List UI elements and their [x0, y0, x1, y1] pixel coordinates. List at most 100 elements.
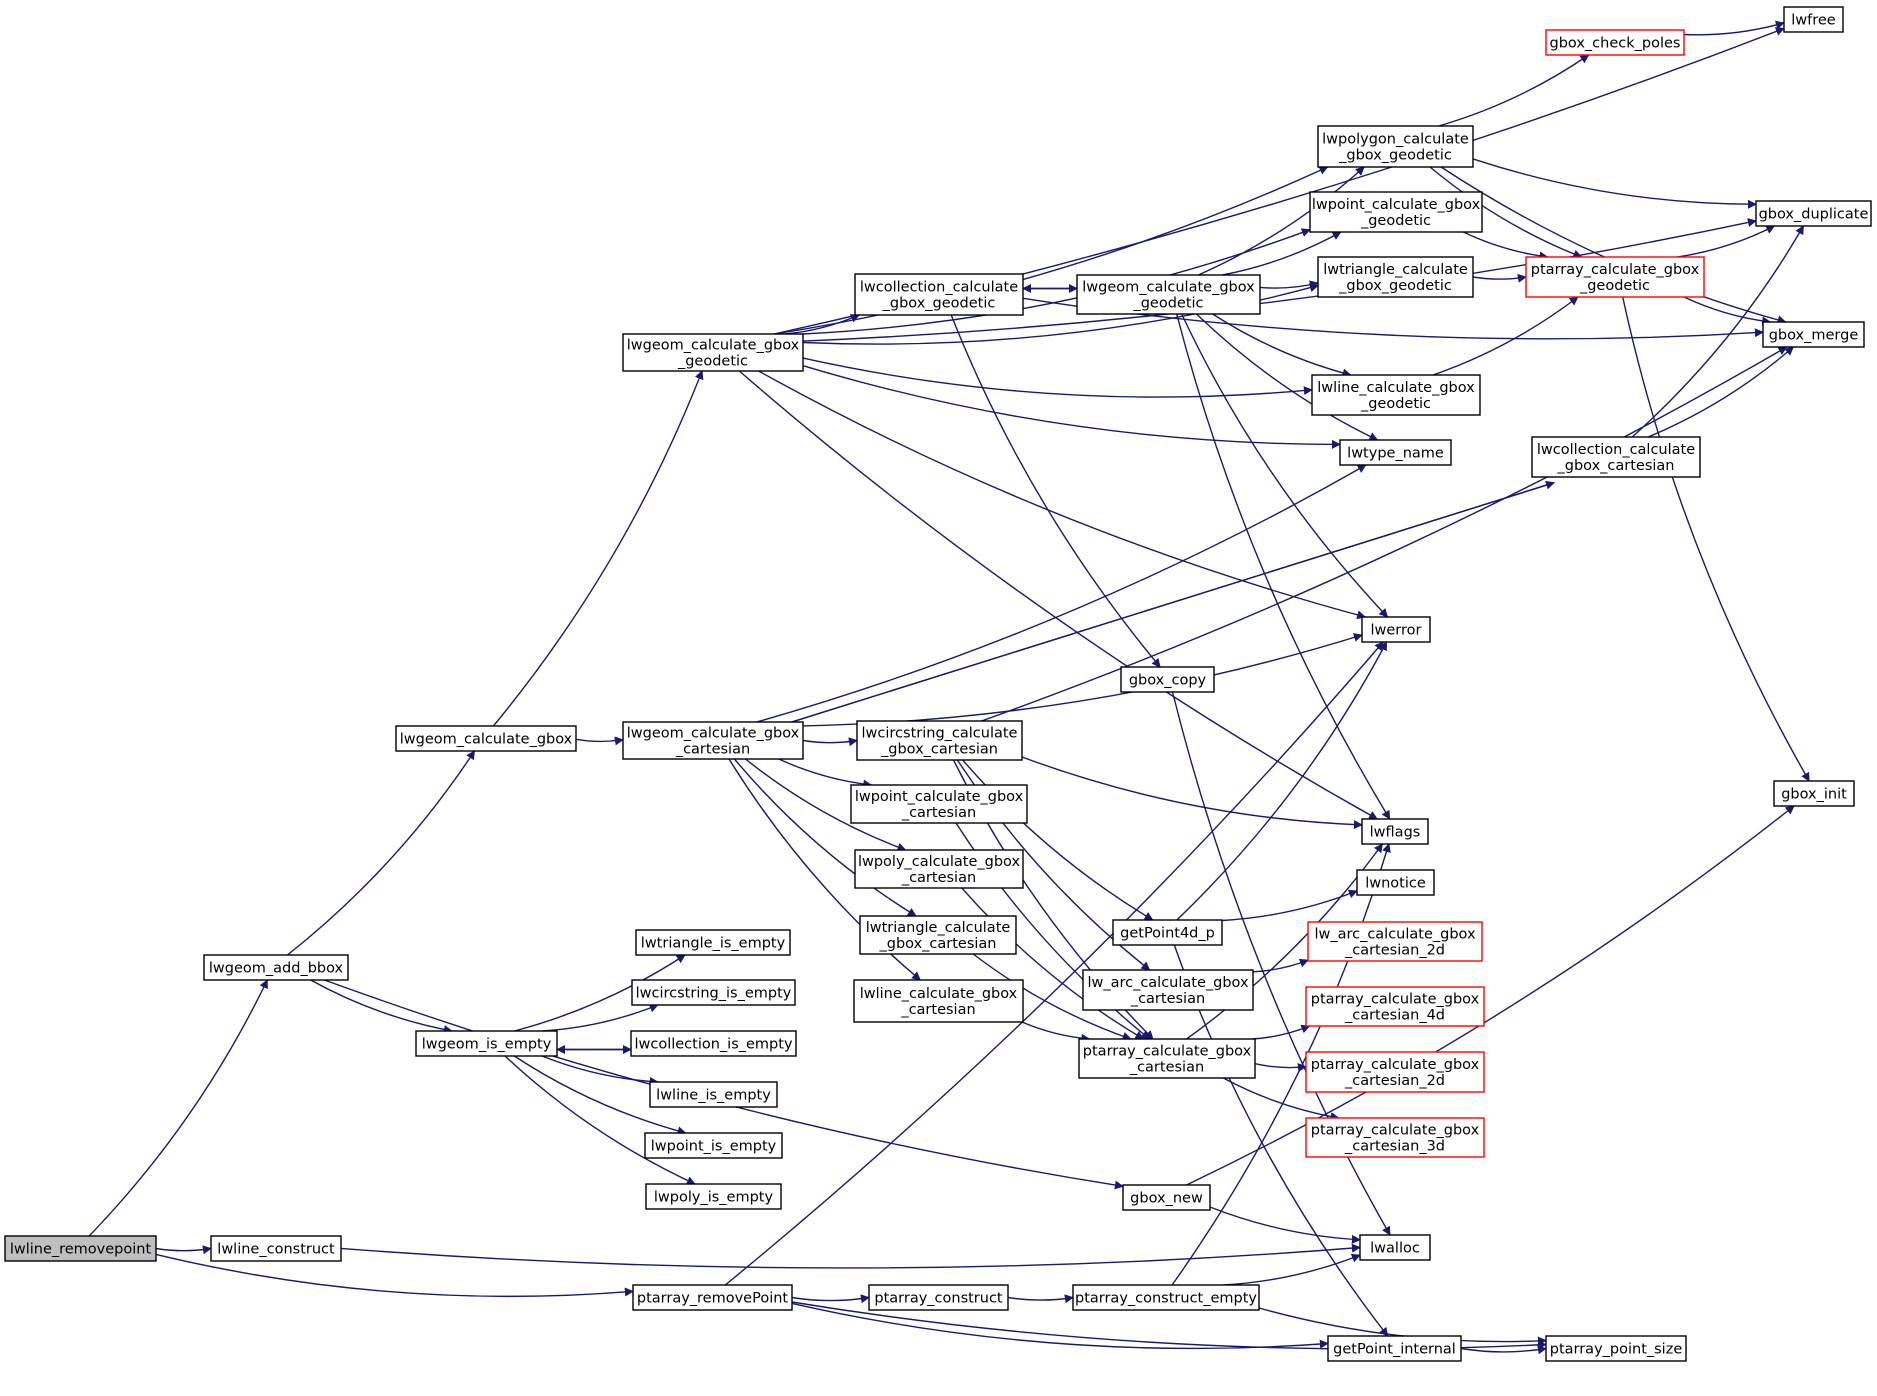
edge-lwgeom_calculate_gbox_geodetic-to-lwflags [738, 370, 1378, 820]
node-gbox_copy[interactable]: gbox_copy [1120, 666, 1215, 693]
node-lwpoly_calculate_gbox_cartesian[interactable]: lwpoly_calculate_gbox_cartesian [854, 849, 1024, 889]
edge-line [961, 887, 1145, 1040]
node-ptarray_calculate_gbox_cartesian_4d[interactable]: ptarray_calculate_gbox_cartesian_4d [1305, 986, 1485, 1027]
node-label: _cartesian [900, 1002, 975, 1018]
edge-lwline_construct-to-lwalloc [340, 1243, 1361, 1269]
node-gbox_merge[interactable]: gbox_merge [1762, 321, 1865, 348]
node-lw_arc_calculate_gbox_cartesian_2d[interactable]: lw_arc_calculate_gbox_cartesian_2d [1307, 921, 1483, 962]
edge-lwpolygon_calculate_gbox_geodetic-to-gbox_duplicate [1472, 158, 1757, 209]
edge-lwgeom_is_empty-to-lwtriangle_is_empty [514, 954, 686, 1032]
node-lwtriangle_calculate_gbox_cartesian[interactable]: lwtriangle_calculate_gbox_cartesian [859, 915, 1017, 955]
edge-line [1647, 346, 1794, 438]
node-getPoint4d_p[interactable]: getPoint4d_p [1112, 919, 1223, 946]
node-box [622, 721, 804, 760]
node-lwfree[interactable]: lwfree [1783, 6, 1844, 33]
nodes-layer: lwline_removepoint lwline_construct lwgeom… [4, 6, 1872, 1362]
edge-line [772, 482, 1555, 730]
edge-line [1212, 313, 1352, 378]
node-lwtriangle_is_empty[interactable]: lwtriangle_is_empty [635, 929, 791, 956]
edge-lwline_removepoint-to-ptarray_removePoint [155, 1253, 634, 1298]
node-lwpoint_calculate_gbox_cartesian[interactable]: lwpoint_calculate_gbox_cartesian [850, 784, 1028, 824]
node-box [854, 849, 1024, 889]
node-lwpoint_calculate_gbox_geodetic[interactable]: lwpoint_calculate_gbox_geodetic [1309, 191, 1483, 233]
node-gbox_init[interactable]: gbox_init [1773, 780, 1855, 807]
node-label: lwpoly_is_empty [654, 1190, 774, 1206]
node-gbox_duplicate[interactable]: gbox_duplicate [1755, 200, 1872, 227]
node-ptarray_calculate_gbox_cartesian_2d[interactable]: ptarray_calculate_gbox_cartesian_2d [1305, 1051, 1485, 1093]
edge-lwline_calculate_gbox_geodetic-to-ptarray_calculate_gbox_geodetic [1432, 296, 1579, 376]
node-ptarray_calculate_gbox_cartesian[interactable]: ptarray_calculate_gbox_cartesian [1078, 1038, 1256, 1079]
edge-lwcircstring_calculate_gbox_cartesian-to-lwflags [1021, 756, 1363, 830]
edge-getPoint4d_p-to-lwnotice [1221, 889, 1358, 922]
node-lwcollection_calculate_gbox_geodetic[interactable]: lwcollection_calculate_gbox_geodetic [854, 273, 1024, 316]
node-label: lwtriangle_is_empty [641, 936, 786, 952]
node-label: ptarray_calculate_gbox [1311, 1057, 1480, 1073]
edge-line [785, 314, 860, 335]
node-ptarray_construct_empty[interactable]: ptarray_construct_empty [1072, 1284, 1260, 1311]
node-lwtype_name[interactable]: lwtype_name [1339, 439, 1452, 466]
node-lw_arc_calculate_gbox_cartesian[interactable]: lw_arc_calculate_gbox_cartesian [1082, 969, 1254, 1011]
edge-getPoint4d_p-to-lwerror [1176, 641, 1388, 921]
node-gbox_check_poles[interactable]: gbox_check_poles [1545, 29, 1685, 56]
node-gbox_new[interactable]: gbox_new [1122, 1184, 1211, 1211]
node-label: _cartesian [901, 870, 976, 886]
node-lwcircstring_calculate_gbox_cartesian[interactable]: lwcircstring_calculate_gbox_cartesian [856, 720, 1023, 761]
node-box [395, 725, 577, 752]
edge-line [1176, 641, 1388, 921]
node-ptarray_removePoint[interactable]: ptarray_removePoint [632, 1284, 793, 1311]
node-lwline_calculate_gbox_geodetic[interactable]: lwline_calculate_gbox_geodetic [1311, 374, 1481, 416]
node-lwgeom_calculate_gbox_geodetic[interactable]: lwgeom_calculate_gbox_geodetic [622, 333, 804, 372]
edge-line [1683, 20, 1785, 36]
edge-lwgeom_calculate_gbox_cartesian-to-lwpoint_calculate_gbox_cartesian [778, 758, 873, 789]
node-label: lwcircstring_calculate [862, 726, 1018, 742]
node-lwline_removepoint[interactable]: lwline_removepoint [4, 1235, 157, 1262]
edge-lwgeom_calculate_gbox_geodetic2-to-lwline_calculate_gbox_geodetic [1212, 313, 1352, 378]
node-lwflags[interactable]: lwflags [1361, 818, 1429, 845]
node-lwalloc[interactable]: lwalloc [1359, 1234, 1431, 1261]
node-lwpoly_is_empty[interactable]: lwpoly_is_empty [645, 1183, 782, 1210]
edge-getPoint_internal-to-ptarray_point_size [1460, 1345, 1547, 1355]
node-lwtriangle_calculate_gbox_geodetic[interactable]: lwtriangle_calculate_gbox_geodetic [1317, 256, 1474, 298]
node-box [1762, 321, 1865, 348]
node-ptarray_construct[interactable]: ptarray_construct [868, 1284, 1009, 1311]
node-lwgeom_calculate_gbox_geodetic2[interactable]: lwgeom_calculate_gbox_geodetic [1076, 274, 1261, 315]
node-label: gbox_duplicate [1759, 207, 1869, 223]
node-label: lwline_calculate_gbox [1317, 380, 1475, 396]
node-lwgeom_calculate_gbox_cartesian[interactable]: lwgeom_calculate_gbox_cartesian [622, 721, 804, 760]
node-lwgeom_calculate_gbox[interactable]: lwgeom_calculate_gbox [395, 725, 577, 752]
edge-line [1254, 1063, 1307, 1072]
node-ptarray_calculate_gbox_geodetic[interactable]: ptarray_calculate_gbox_geodetic [1525, 256, 1705, 298]
node-lwcircstring_is_empty[interactable]: lwcircstring_is_empty [631, 979, 796, 1006]
node-label: lwfree [1791, 13, 1836, 29]
node-lwline_construct[interactable]: lwline_construct [210, 1235, 342, 1262]
node-lwgeom_add_bbox[interactable]: lwgeom_add_bbox [203, 954, 349, 981]
node-box [1112, 919, 1223, 946]
node-ptarray_point_size[interactable]: ptarray_point_size [1545, 1335, 1687, 1362]
node-label: gbox_new [1130, 1191, 1203, 1207]
node-box [644, 1132, 783, 1159]
node-label: lwtype_name [1347, 446, 1444, 462]
node-box [635, 929, 791, 956]
node-lwpolygon_calculate_gbox_geodetic[interactable]: lwpolygon_calculate_gbox_geodetic [1317, 125, 1474, 168]
edge-lwgeom_calculate_gbox_geodetic-to-lwline_calculate_gbox_geodetic [802, 357, 1313, 398]
node-label: _cartesian_4d [1344, 1008, 1445, 1024]
edge-lwgeom_is_empty-to-lwpoly_is_empty [504, 1055, 696, 1185]
node-label: gbox_init [1781, 787, 1847, 803]
edge-lwgeom_calculate_gbox_geodetic2-to-lwflags [1176, 313, 1391, 820]
node-label: ptarray_calculate_gbox [1531, 262, 1700, 278]
node-lwline_is_empty[interactable]: lwline_is_empty [649, 1081, 778, 1108]
edge-line [1186, 805, 1795, 1186]
node-lwnotice[interactable]: lwnotice [1356, 869, 1435, 896]
node-lwcollection_calculate_gbox_cartesian[interactable]: lwcollection_calculate_gbox_cartesian [1531, 436, 1701, 478]
edge-line [1196, 313, 1379, 441]
node-lwerror[interactable]: lwerror [1361, 616, 1431, 643]
node-box [1755, 200, 1872, 227]
node-getPoint_internal[interactable]: getPoint_internal [1327, 1335, 1462, 1362]
edge-ptarray_construct-to-ptarray_construct_empty [1007, 1294, 1074, 1304]
node-lwline_calculate_gbox_cartesian[interactable]: lwline_calculate_gbox_cartesian [853, 979, 1024, 1023]
edge-lwgeom_calculate_gbox_geodetic2-to-lwpolygon_calculate_gbox_geodetic [1198, 166, 1365, 276]
node-lwpoint_is_empty[interactable]: lwpoint_is_empty [644, 1132, 783, 1159]
node-ptarray_calculate_gbox_cartesian_3d[interactable]: ptarray_calculate_gbox_cartesian_3d [1305, 1117, 1485, 1158]
node-lwcollection_is_empty[interactable]: lwcollection_is_empty [630, 1030, 797, 1057]
node-lwgeom_is_empty[interactable]: lwgeom_is_empty [415, 1030, 558, 1057]
